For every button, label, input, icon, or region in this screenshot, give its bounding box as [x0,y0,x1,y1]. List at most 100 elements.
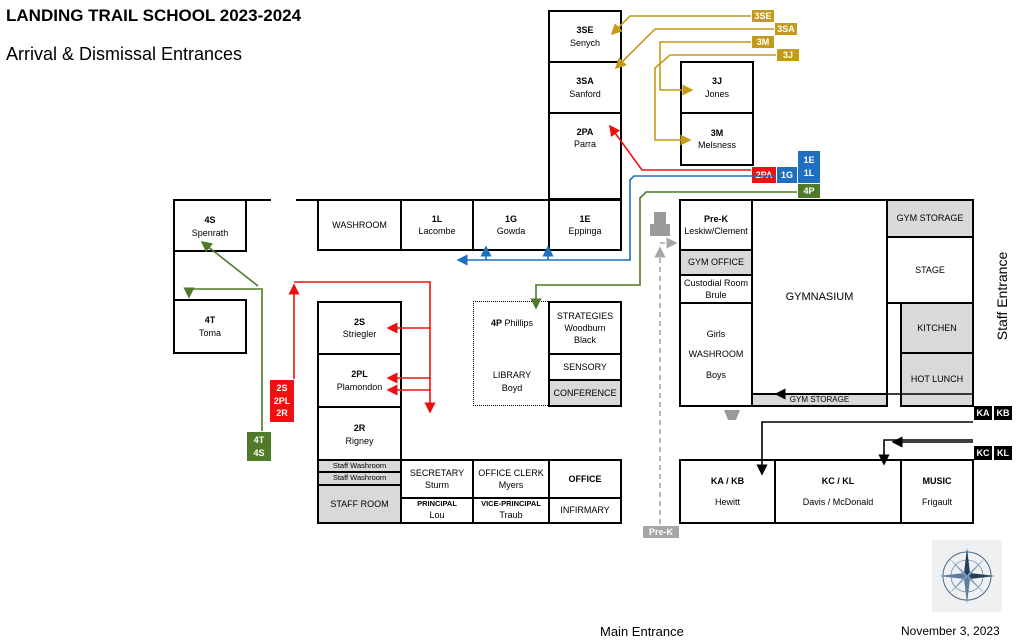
room-teacher: Rigney [345,435,374,446]
room-teacher: Myers [498,480,524,490]
main-entrance-label: Main Entrance [600,624,684,639]
room-library: LIBRARY Boyd [478,369,546,394]
room-4s: 4S Spenrath [173,199,247,252]
room-2r: 2R Rigney [317,406,402,461]
room-code: 1E [579,213,591,224]
room-teacher: Gowda [496,226,526,236]
room-teacher: Jones [704,88,730,99]
room-teacher: Eppinga [568,226,602,236]
room-kakb: KA / KB Hewitt [679,459,776,524]
room-1e: 1E Eppinga [548,199,622,251]
room-label: GYMNASIUM [785,290,854,303]
room-1g: 1G Gowda [472,199,550,251]
room-code: 3SA [576,76,594,87]
room-2s: 2S Striegler [317,301,402,355]
room-3se: 3SE Senych [548,10,622,63]
room-infirmary: INFIRMARY [548,497,622,524]
room-4p: 4P Phillips [478,318,546,328]
library-area [473,301,550,406]
room-code: 3M [710,127,724,138]
room-code: 2PL [351,369,368,380]
room-teacher: Hewitt [714,496,740,507]
room-code: 4P [490,318,502,328]
room-label: SENSORY [563,361,607,372]
tag-label-2pl: 2PL [273,395,291,406]
room-kckl: KC / KL Davis / McDonald [774,459,902,524]
room-code: 2S [353,316,365,327]
room-label: Girls [706,329,726,340]
room-4t: 4T Toma [173,299,247,354]
room-code: 3SE [576,25,594,36]
room-3m: 3M Melsness [680,112,754,166]
entrance-tag-2s-2pl-2r: 2S 2PL 2R [270,380,294,422]
room-label: STAFF ROOM [330,498,389,509]
room-gym-storage-bottom: GYM STORAGE [751,393,888,407]
room-teacher: Lacombe [418,226,456,236]
date-label: November 3, 2023 [901,624,1000,638]
room-label: Boys [705,369,726,380]
room-teacher: Frigault [921,496,952,507]
room-2pl: 2PL Plamondon [317,353,402,408]
room-label: KITCHEN [917,322,957,333]
entrance-tag-2pa: 2PA [752,167,776,183]
room-label: STAGE [915,264,945,275]
entrance-tag-4p: 4P [798,184,820,198]
room-code: Pre-K [703,213,728,224]
room-custodial: Custodial Room Brule [679,274,753,304]
room-teacher: Senych [569,37,601,48]
entrance-tag-4t-4s: 4T 4S [247,432,271,461]
room-teacher: Brule [705,290,727,300]
room-washroom-east: Girls WASHROOM Boys [679,302,753,407]
room-code: 2PA [576,127,594,137]
room-label: STRATEGIES [556,310,614,321]
room-teacher: Lou [429,510,445,521]
room-2pa: 2PA Parra [548,112,622,200]
entrance-tag-3m: 3M [752,36,774,48]
room-code: MUSIC [922,476,952,487]
room-code: 4T [204,315,216,326]
room-kitchen: KITCHEN [900,302,974,354]
entrance-tag-kb: KB [994,406,1012,420]
room-label: LIBRARY [492,370,532,380]
room-teacher: Woodburn [564,322,606,333]
tag-label-1l: 1L [803,168,815,178]
room-teacher: Boyd [501,382,523,393]
entrance-tag-ka: KA [974,406,992,420]
room-teacher: Davis / McDonald [802,496,874,507]
room-gymnasium: GYMNASIUM [751,199,888,395]
page-subtitle: Arrival & Dismissal Entrances [6,44,243,64]
entrance-tag-kl: KL [994,446,1012,460]
room-label: Custodial Room [683,277,749,288]
room-teacher: Leskiw/Clement [684,226,748,236]
room-label: INFIRMARY [560,505,610,516]
hallway-west [173,250,247,300]
room-code: 4S [204,215,216,226]
room-label: OFFICE [568,473,602,484]
room-sensory: SENSORY [548,353,622,381]
room-conference: CONFERENCE [548,379,622,407]
room-code: 1L [431,213,443,224]
room-code: KA / KB [710,476,745,487]
room-label: Staff Washroom [332,460,387,470]
room-code: KC / KL [821,476,855,487]
room-1l: 1L Lacombe [400,199,474,251]
wall-segment [296,199,318,201]
room-teacher: Melsness [697,140,736,150]
room-teacher: Parra [573,139,596,150]
room-office-clerk: OFFICE CLERK Myers [472,459,550,499]
tag-label-1e: 1E [803,155,815,166]
tag-label-2s: 2S [276,383,288,394]
room-label: GYM STORAGE [789,394,850,404]
room-label: HOT LUNCH [910,374,964,385]
room-teacher: Sanford [569,88,601,99]
room-vice-principal: VICE-PRINCIPAL Traub [472,497,550,524]
room-music: MUSIC Frigault [900,459,974,524]
room-stage: STAGE [886,236,974,304]
room-washroom: WASHROOM [317,199,402,251]
room-teacher: Spenrath [191,227,229,238]
room-teacher: Plamondon [336,381,383,392]
tag-label-2r: 2R [276,408,288,419]
room-3j: 3J Jones [680,61,754,114]
room-teacher: Striegler [342,329,377,339]
staff-entrance-label: Staff Entrance [994,251,1010,341]
